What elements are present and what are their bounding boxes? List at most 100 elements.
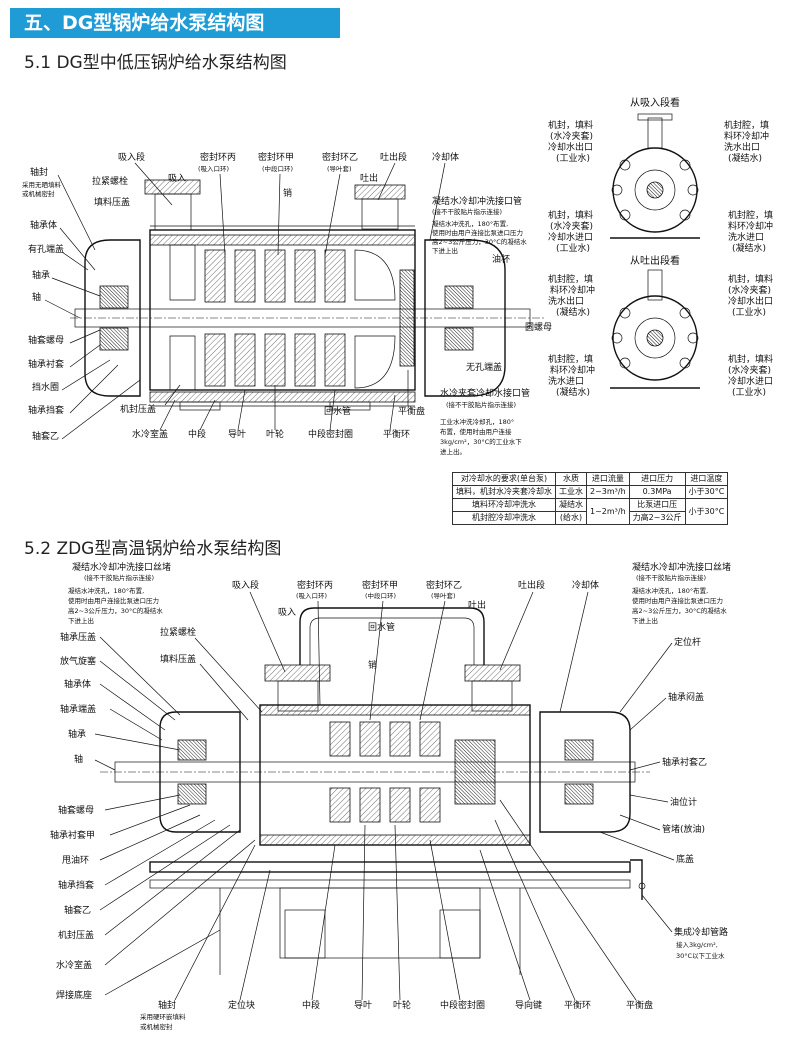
svg-text:轴承: 轴承 xyxy=(32,269,50,281)
svg-text:无孔端盖: 无孔端盖 xyxy=(466,361,502,373)
svg-text:冷却体: 冷却体 xyxy=(572,579,599,591)
svg-text:平衡环: 平衡环 xyxy=(383,428,410,440)
svg-text:料环冷却冲: 料环冷却冲 xyxy=(550,284,595,296)
svg-text:拉紧螺栓: 拉紧螺栓 xyxy=(160,626,196,638)
table-cell: 力高2~3公斤 xyxy=(628,511,686,525)
discharge-face-view: 从吐出段看 xyxy=(610,254,700,389)
svg-text:平衡盘: 平衡盘 xyxy=(398,405,425,417)
svg-text:料环冷却冲: 料环冷却冲 xyxy=(724,130,769,142)
table-cell: 凝结水 xyxy=(555,498,587,512)
table-cell: 填料环冷却冲洗水 xyxy=(452,498,556,512)
svg-text:吐出段: 吐出段 xyxy=(380,151,407,163)
svg-text:冷却水进口: 冷却水进口 xyxy=(548,231,593,243)
svg-text:料环冷却冲: 料环冷却冲 xyxy=(550,364,595,376)
svg-text:轴承衬套乙: 轴承衬套乙 xyxy=(662,756,707,768)
dg-left-labels: 轴封 采用无晒填料 或机械密封 拉紧螺栓 填料压盖 轴承体 有孔端盖 轴承 轴 … xyxy=(22,166,141,442)
table-cell: 0.3MPa xyxy=(628,485,686,499)
svg-text:轴承体: 轴承体 xyxy=(30,219,57,231)
svg-text:焊接底座: 焊接底座 xyxy=(56,989,92,1001)
svg-text:下进上出: 下进上出 xyxy=(632,616,658,625)
zdg-top-labels: 吸入段 密封环丙 (吸入口环) 密封环甲 (中段口环) 密封环乙 (导叶套) 吐… xyxy=(232,579,599,721)
svg-text:吐出: 吐出 xyxy=(360,172,378,184)
svg-text:冷却水出口: 冷却水出口 xyxy=(548,141,593,153)
svg-text:凝结水冲洗孔，180°布置,: 凝结水冲洗孔，180°布置, xyxy=(68,586,144,595)
svg-text:使用时由用户连接比泵进口压力: 使用时由用户连接比泵进口压力 xyxy=(432,228,523,237)
section-5-1-title: 5.1 DG型中低压锅炉给水泵结构图 xyxy=(24,53,287,73)
suction-face-view: 从吸入段看 xyxy=(610,96,700,239)
svg-text:轴承衬套甲: 轴承衬套甲 xyxy=(50,829,95,841)
svg-text:密封环甲: 密封环甲 xyxy=(258,151,294,163)
table-cell: 比泵进口压 xyxy=(628,498,686,512)
svg-text:(工业水): (工业水) xyxy=(556,242,590,254)
svg-text:(工业水): (工业水) xyxy=(732,306,766,318)
svg-text:拉紧螺栓: 拉紧螺栓 xyxy=(92,175,128,187)
svg-text:有孔端盖: 有孔端盖 xyxy=(28,243,64,255)
svg-text:密封环丙: 密封环丙 xyxy=(297,579,333,591)
svg-text:凝结水冷却冲洗接口管: 凝结水冷却冲洗接口管 xyxy=(432,195,522,207)
svg-text:凝结水冷却冲洗接口丝堵: 凝结水冷却冲洗接口丝堵 xyxy=(632,561,731,573)
svg-text:吸入: 吸入 xyxy=(168,173,186,184)
table-header: 水质 xyxy=(555,472,587,486)
svg-text:凝结水冲洗孔，180°布置,: 凝结水冲洗孔，180°布置, xyxy=(632,586,708,595)
svg-text:挡水圈: 挡水圈 xyxy=(32,381,59,393)
svg-text:密封环乙: 密封环乙 xyxy=(426,579,462,591)
svg-text:(接不干胶贴片指示连接): (接不干胶贴片指示连接) xyxy=(636,573,706,582)
svg-text:机封压盖: 机封压盖 xyxy=(58,929,94,941)
svg-text:密封环丙: 密封环丙 xyxy=(200,151,236,163)
svg-text:轴: 轴 xyxy=(74,753,83,765)
svg-text:(凝结水): (凝结水) xyxy=(556,306,590,318)
svg-text:凝结水冷却冲洗接口丝堵: 凝结水冷却冲洗接口丝堵 xyxy=(72,561,171,573)
svg-text:填料压盖: 填料压盖 xyxy=(160,653,196,665)
zdg-right-labels: 凝结水冷却冲洗接口丝堵 (接不干胶贴片指示连接) 凝结水冲洗孔，180°布置, … xyxy=(68,561,731,960)
svg-text:吸入: 吸入 xyxy=(278,607,296,618)
discharge-view-notes: 机封腔，填 料环冷却冲 洗水出口 (凝结水) 机封，填料 (水冷夹套) 冷却水出… xyxy=(548,273,773,398)
svg-text:填料压盖: 填料压盖 xyxy=(94,196,130,208)
svg-text:或机械密封: 或机械密封 xyxy=(140,1022,173,1031)
cooling-water-requirements-table: 对冷却水的要求(单台泵) 水质 进口流量 进口压力 进口温度 填料，机封水冷夹套… xyxy=(452,472,729,525)
svg-text:销: 销 xyxy=(283,187,292,199)
svg-text:轴: 轴 xyxy=(32,291,41,303)
svg-text:吐出段: 吐出段 xyxy=(518,579,545,591)
svg-text:或机械密封: 或机械密封 xyxy=(22,189,55,198)
svg-text:机封，填料: 机封，填料 xyxy=(728,273,773,285)
dg-right-labels: 凝结水冷却冲洗接口管 (接不干胶贴片指示连接) 凝结水冲洗孔，180°布置, 使… xyxy=(432,195,552,373)
svg-text:平衡盘: 平衡盘 xyxy=(626,999,653,1011)
dg-pump-section-drawing xyxy=(70,179,545,411)
table-header: 进口压力 xyxy=(628,472,686,486)
table-cell: 工业水 xyxy=(555,485,587,499)
table-cell: 小于30°C xyxy=(684,498,729,525)
svg-text:(水冷夹套): (水冷夹套) xyxy=(550,130,593,142)
svg-text:水冷夹套冷却水接口管: 水冷夹套冷却水接口管 xyxy=(440,387,530,399)
table-cell: 1~2m³/h xyxy=(586,498,630,525)
svg-text:管堵(放油): 管堵(放油) xyxy=(662,823,705,835)
svg-text:采用无晒填料: 采用无晒填料 xyxy=(22,180,62,189)
svg-text:冷却水出口: 冷却水出口 xyxy=(728,295,773,307)
svg-text:使用时由用户连接比泵进口压力: 使用时由用户连接比泵进口压力 xyxy=(68,596,159,605)
svg-text:定位块: 定位块 xyxy=(228,999,255,1011)
svg-text:导叶: 导叶 xyxy=(228,429,246,440)
svg-text:轴承压盖: 轴承压盖 xyxy=(60,631,96,643)
table-cell: (给水) xyxy=(555,511,587,525)
svg-text:从吐出段看: 从吐出段看 xyxy=(630,254,680,267)
svg-text:甩油环: 甩油环 xyxy=(62,854,89,866)
svg-text:(导叶套): (导叶套) xyxy=(431,591,456,600)
svg-text:轴承端盖: 轴承端盖 xyxy=(60,703,96,715)
section-banner: 五、DG型锅炉给水泵结构图 xyxy=(10,8,340,38)
svg-text:轴承: 轴承 xyxy=(68,728,86,740)
svg-text:销: 销 xyxy=(368,659,377,671)
svg-text:油位计: 油位计 xyxy=(670,796,697,808)
svg-text:(接不干胶贴片指示连接): (接不干胶贴片指示连接) xyxy=(446,400,516,409)
svg-text:机封，填料: 机封，填料 xyxy=(728,353,773,365)
zdg-pump-section-drawing xyxy=(100,607,650,975)
svg-text:接入3kg/cm²,: 接入3kg/cm², xyxy=(676,940,718,949)
dg-bottom-labels: 机封压盖 水冷室盖 中段 导叶 叶轮 中段密封圈 回水管 平衡环 平衡盘 水冷夹… xyxy=(120,370,530,456)
svg-text:(水冷夹套): (水冷夹套) xyxy=(728,364,771,376)
svg-text:(吸入口环): (吸入口环) xyxy=(198,165,229,173)
section-5-2-title: 5.2 ZDG型高温锅炉给水泵结构图 xyxy=(24,539,282,559)
svg-text:洗水进口: 洗水进口 xyxy=(728,231,764,243)
svg-text:(中段口环): (中段口环) xyxy=(365,591,396,600)
svg-text:机封压盖: 机封压盖 xyxy=(120,403,156,415)
svg-text:水冷室盖: 水冷室盖 xyxy=(132,428,168,440)
svg-text:(水冷夹套): (水冷夹套) xyxy=(550,220,593,232)
